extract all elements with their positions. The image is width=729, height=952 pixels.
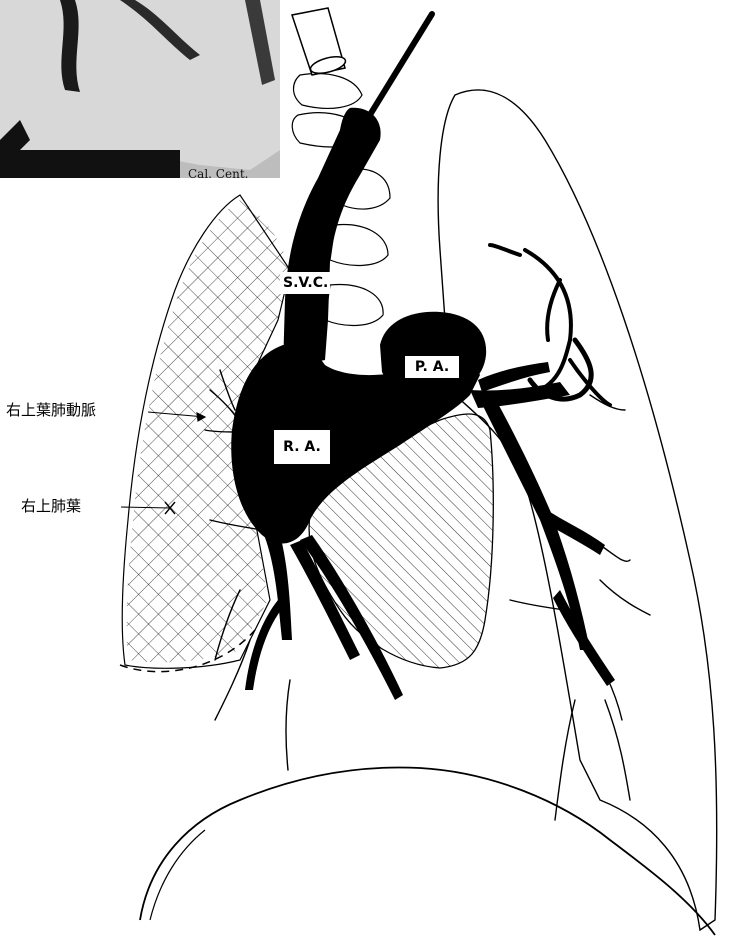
callout-upper-lobe: 右上肺葉 [21,499,81,514]
svg-text:Cal. Cent.: Cal. Cent. [188,167,248,181]
xray-remnant: Cal. Cent. [0,0,280,188]
callout-upper-lobe-pulmonary-artery: 右上葉肺動脈 [6,403,96,418]
label-pa: P. A. [405,356,459,378]
label-svc: S.V.C. [280,272,330,294]
label-ra: R. A. [274,430,330,464]
